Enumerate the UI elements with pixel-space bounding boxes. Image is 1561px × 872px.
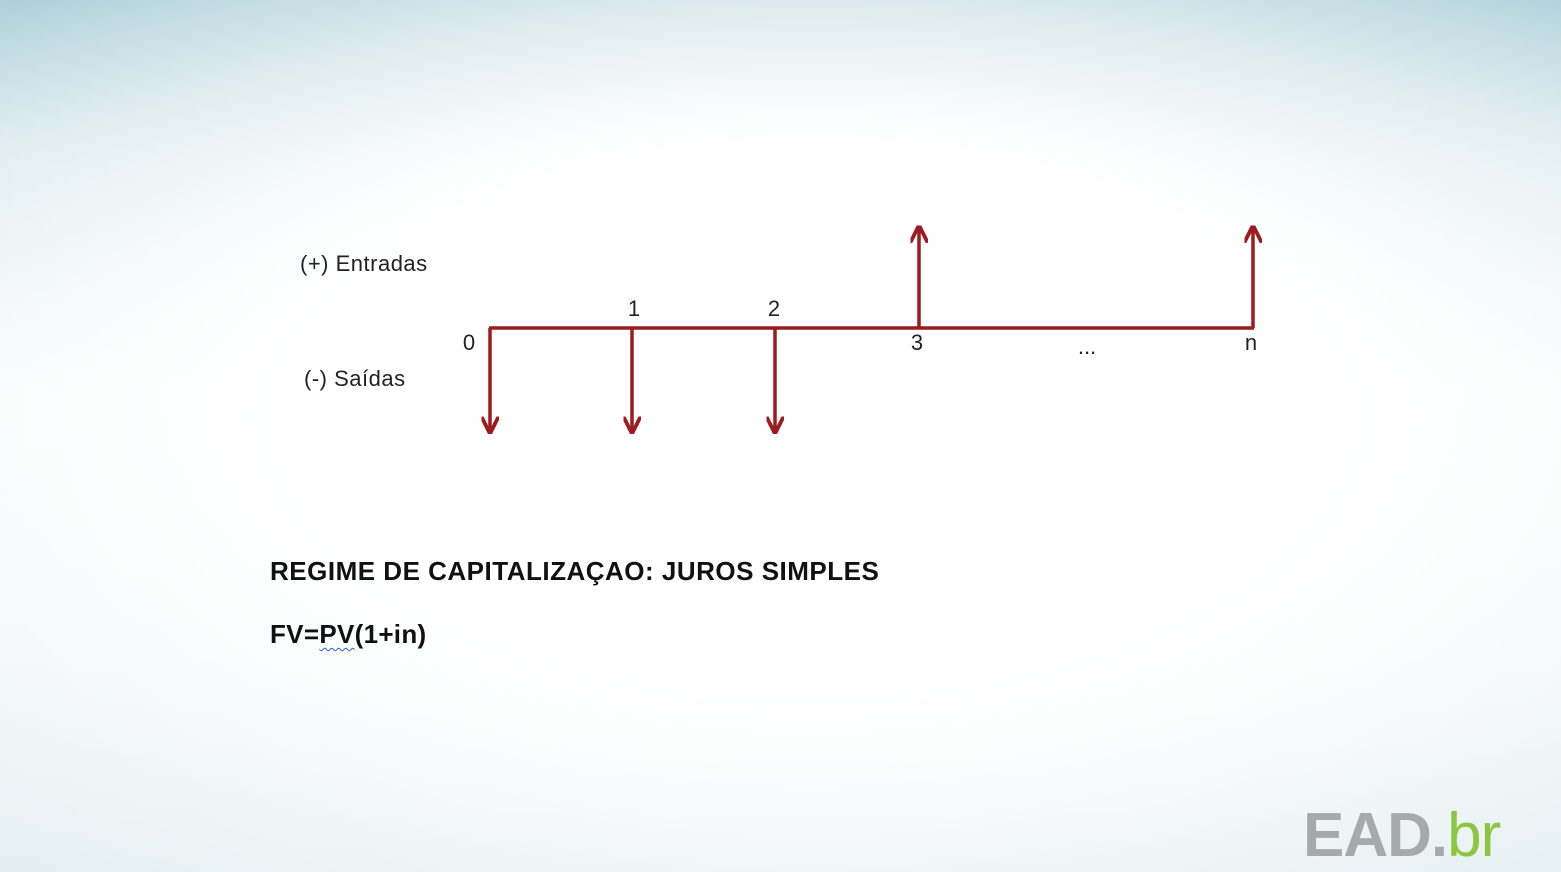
formula: FV=PV(1+in) [270,619,426,650]
outflows-label: (-) Saídas [304,366,406,391]
formula-suffix: (1+in) [354,619,427,649]
formula-pv: PV [319,619,355,649]
logo-main: EAD. [1303,801,1448,870]
regime-heading: REGIME DE CAPITALIZAÇAO: JUROS SIMPLES [270,556,880,586]
logo-suffix: br [1447,801,1501,870]
period-label-3: 3 [911,330,923,355]
period-label-n: n [1245,330,1257,355]
period-label-2: 2 [768,296,780,321]
inflows-label: (+) Entradas [300,251,428,276]
formula-prefix: FV= [270,619,320,649]
period-label-0: 0 [463,330,475,355]
ead-br-logo: EAD.br [1303,800,1501,871]
period-label-1: 1 [628,296,640,321]
period-label-ellipsis: ... [1078,334,1096,359]
